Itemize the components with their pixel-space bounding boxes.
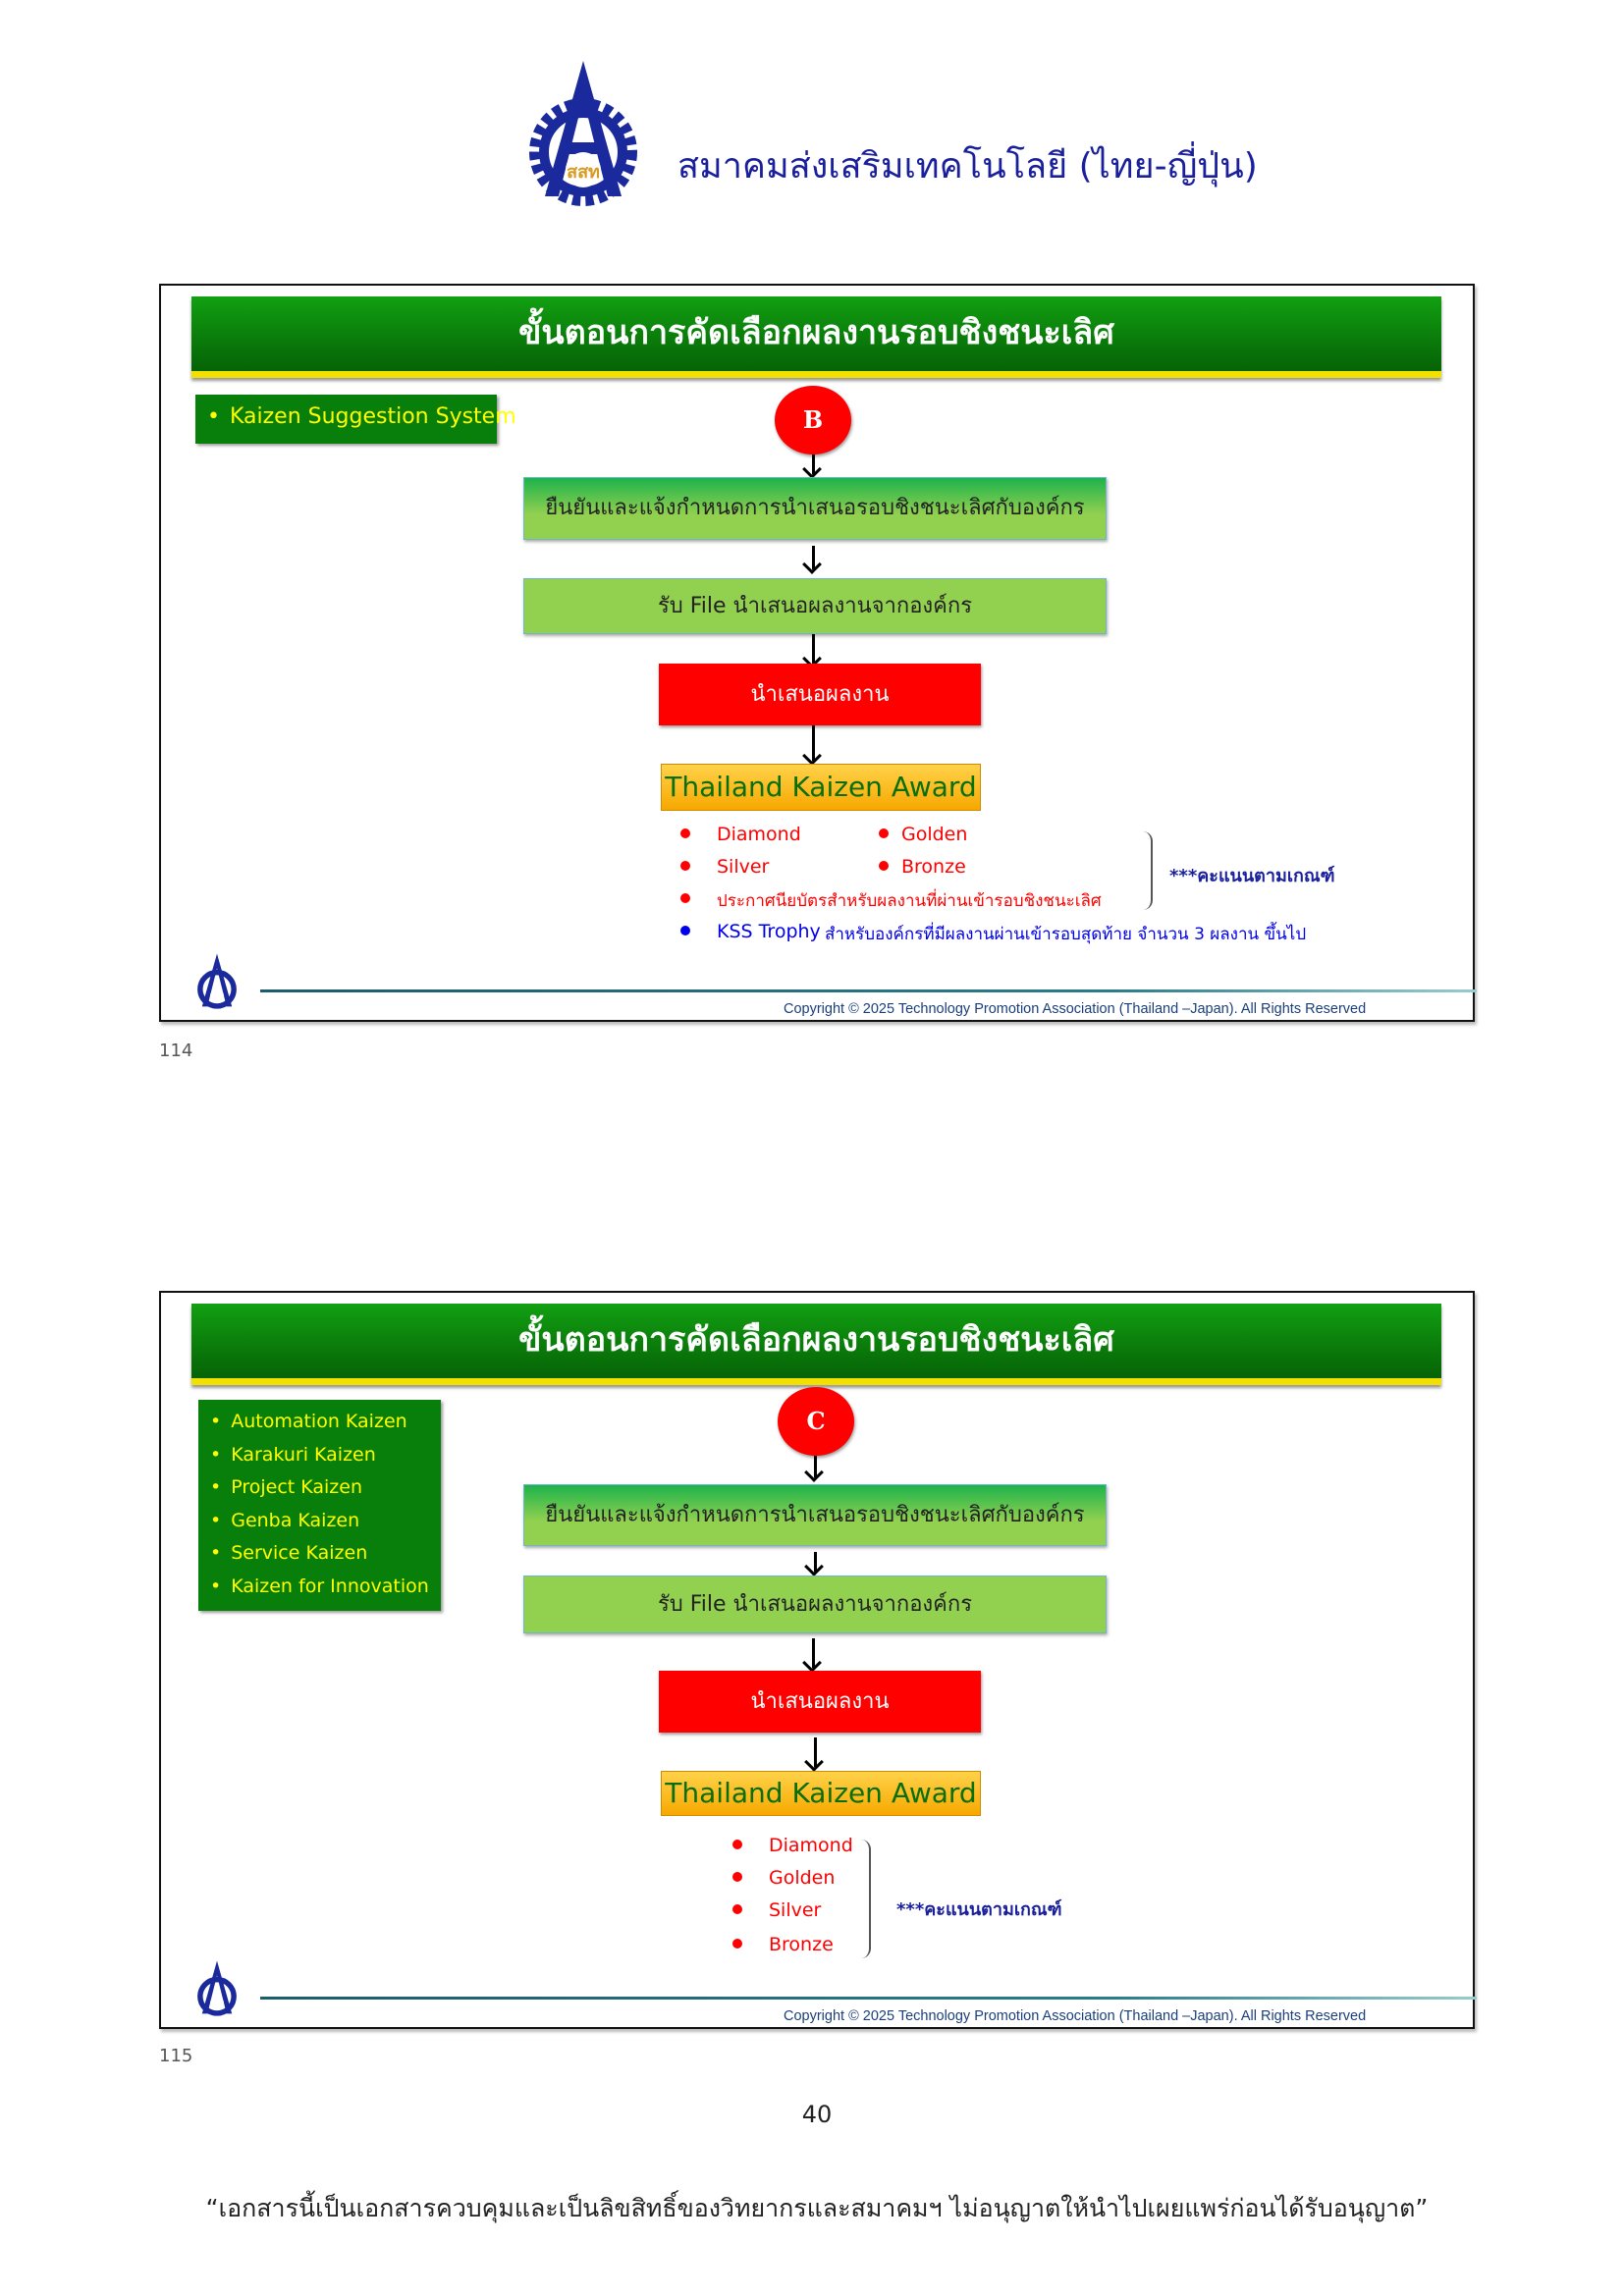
footer-divider: [260, 989, 1477, 992]
footer-divider: [260, 1997, 1477, 2000]
category-item: Automation Kaizen: [210, 1406, 441, 1439]
category-item: Karakuri Kaizen: [210, 1439, 441, 1472]
tpa-logo-icon: สสท: [529, 61, 637, 206]
slide-115: ขั้นตอนการคัดเลือกผลงานรอบชิงชนะเลิศ Aut…: [159, 1291, 1477, 2029]
disclaimer: “เอกสารนี้เป็นเอกสารควบคุมและเป็นลิขสิทธ…: [205, 2194, 1429, 2222]
arrow-down-icon: [812, 725, 815, 761]
arrow-down-icon: [814, 1552, 817, 1572]
bullet-icon: [879, 828, 889, 838]
bullet-icon: [732, 1840, 742, 1849]
award-certificate: ประกาศนียบัตรสำหรับผลงานที่ผ่านเข้ารอบชิ…: [717, 891, 1102, 911]
step-marker: B: [775, 386, 851, 454]
bullet-icon: [732, 1904, 742, 1914]
step-receive-file: รับ File นำเสนอผลงานจากองค์กร: [523, 1575, 1107, 1633]
category-box: Kaizen Suggestion System: [195, 395, 516, 444]
award-golden: Golden: [901, 824, 968, 845]
category-item: Genba Kaizen: [210, 1505, 441, 1538]
arrow-down-icon: [814, 1456, 817, 1477]
bullet-icon: [732, 1872, 742, 1882]
thailand-kaizen-award: Thailand Kaizen Award: [661, 1771, 981, 1816]
award-diamond: Diamond: [769, 1835, 853, 1856]
award-golden: Golden: [769, 1867, 836, 1889]
bullet-icon: [680, 828, 690, 838]
arrow-down-icon: [812, 454, 815, 474]
bullet-icon: [732, 1939, 742, 1949]
bullet-icon: [680, 926, 690, 935]
bullet-icon: [680, 861, 690, 871]
kss-trophy: KSS Trophy: [717, 921, 821, 942]
award-diamond: Diamond: [717, 824, 801, 845]
scoring-note: ***คะแนนตามเกณฑ์: [1169, 866, 1335, 886]
slide-title: ขั้นตอนการคัดเลือกผลงานรอบชิงชนะเลิศ: [191, 296, 1441, 378]
organization-name: สมาคมส่งเสริมเทคโนโลยี (ไทย-ญี่ปุ่น): [677, 146, 1258, 187]
step-confirm-schedule: ยืนยันและแจ้งกำหนดการนำเสนอรอบชิงชนะเลิศ…: [523, 477, 1107, 540]
step-present: นำเสนอผลงาน: [659, 1671, 981, 1733]
slide-title: ขั้นตอนการคัดเลือกผลงานรอบชิงชนะเลิศ: [191, 1304, 1441, 1385]
category-item: Project Kaizen: [210, 1471, 441, 1505]
award-silver: Silver: [717, 856, 770, 878]
brace-icon: [1143, 831, 1153, 910]
category-item: Kaizen Suggestion System: [207, 400, 516, 434]
arrow-down-icon: [812, 634, 815, 664]
slide-114: ขั้นตอนการคัดเลือกผลงานรอบชิงชนะเลิศ Kai…: [159, 284, 1477, 1022]
copyright-text: Copyright © 2025 Technology Promotion As…: [784, 2008, 1367, 2024]
thailand-kaizen-award: Thailand Kaizen Award: [661, 764, 981, 811]
category-item: Kaizen for Innovation: [210, 1571, 441, 1604]
arrow-down-icon: [812, 546, 815, 569]
copyright-text: Copyright © 2025 Technology Promotion As…: [784, 1001, 1367, 1017]
step-receive-file: รับ File นำเสนอผลงานจากองค์กร: [523, 578, 1107, 634]
bullet-icon: [879, 861, 889, 871]
scoring-note: ***คะแนนตามเกณฑ์: [896, 1899, 1062, 1920]
brace-icon: [861, 1840, 871, 1958]
svg-text:สสท: สสท: [567, 162, 600, 183]
slide-page-label: 115: [159, 2046, 193, 2066]
arrow-down-icon: [812, 1638, 815, 1668]
page-number: 40: [801, 2101, 833, 2128]
award-silver: Silver: [769, 1899, 822, 1921]
step-present: นำเสนอผลงาน: [659, 664, 981, 725]
category-box: Automation Kaizen Karakuri Kaizen Projec…: [198, 1400, 441, 1611]
kss-trophy-description: สำหรับองค์กรที่มีผลงานผ่านเข้ารอบสุดท้าย…: [825, 925, 1307, 944]
slide-page-label: 114: [159, 1041, 193, 1061]
arrow-down-icon: [814, 1737, 817, 1767]
award-bronze: Bronze: [769, 1934, 834, 1955]
category-item: Service Kaizen: [210, 1537, 441, 1571]
tpa-logo-icon: [197, 953, 237, 1009]
tpa-logo-icon: [197, 1960, 237, 2016]
award-bronze: Bronze: [901, 856, 966, 878]
step-marker: C: [778, 1387, 854, 1456]
bullet-icon: [680, 893, 690, 903]
step-confirm-schedule: ยืนยันและแจ้งกำหนดการนำเสนอรอบชิงชนะเลิศ…: [523, 1484, 1107, 1546]
